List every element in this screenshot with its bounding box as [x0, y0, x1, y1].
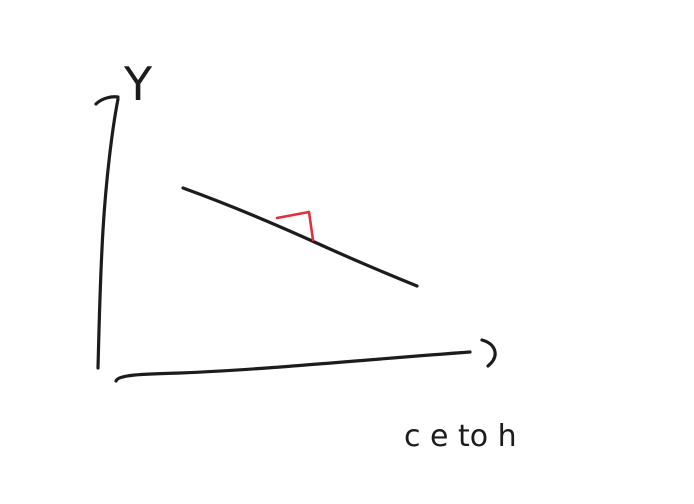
- y-axis: [94, 95, 120, 370]
- y-axis-label: Y: [123, 57, 153, 111]
- downward-sloping-line: [181, 186, 419, 288]
- x-axis: [114, 338, 497, 383]
- slope-triangle-marker: [275, 210, 315, 242]
- x-axis-label: c e to h: [404, 419, 517, 454]
